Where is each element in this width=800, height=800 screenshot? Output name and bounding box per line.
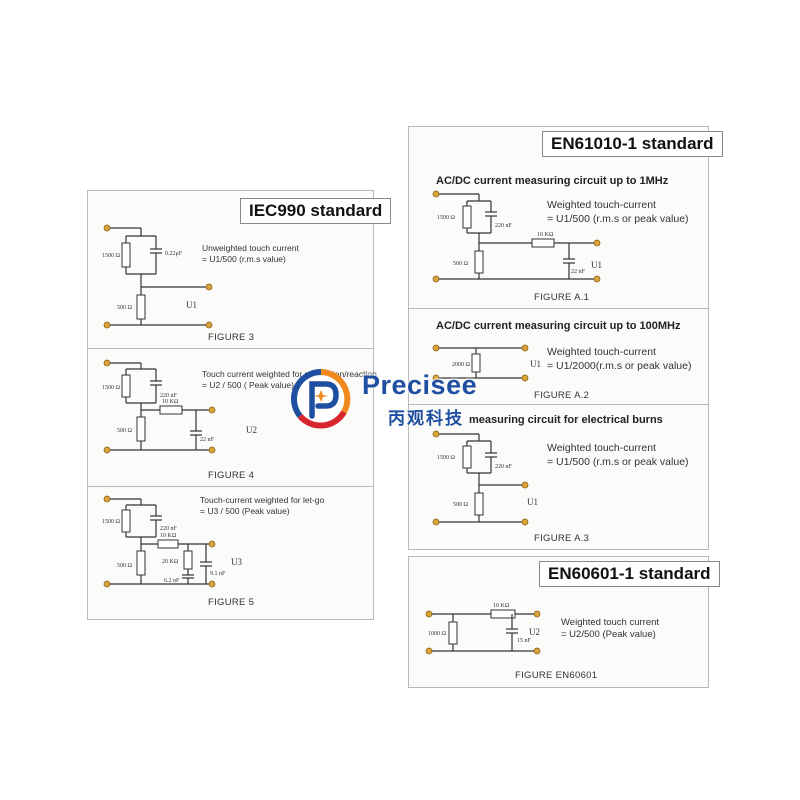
en60601-r2-label: 10 KΩ	[493, 603, 510, 609]
fig4-r2-label: 500 Ω	[117, 428, 133, 434]
a1-r2-label: 500 Ω	[453, 261, 469, 267]
fig5-r3-label: 10 KΩ	[160, 533, 177, 539]
figure-3-section: 1500 Ω 0.22μF 500 Ω U1 Unweighted touch …	[88, 191, 373, 349]
figure-a3-circuit: 1500 Ω 220 nF 500 Ω U1	[432, 430, 538, 526]
figure-3-caption: FIGURE 3	[208, 332, 255, 343]
a1-r3-label: 10 KΩ	[537, 232, 554, 238]
a1-note: Weighted touch-current = U1/500 (r.m.s o…	[547, 199, 689, 225]
figure-a2-circuit: 2000 Ω U1	[432, 344, 541, 382]
precisee-logo: Precisee 丙观科技	[288, 366, 520, 436]
figure-4-section: 1500 Ω 220 nF 10 KΩ 22 nF 500 Ω U2 Touch…	[88, 349, 377, 487]
a2-r1-label: 2000 Ω	[452, 362, 471, 368]
a2-note: Weighted touch-current = U1/2000(r.m.s o…	[547, 346, 692, 372]
a2-u-label: U1	[530, 359, 541, 369]
fig3-note: Unweighted touch current = U1/500 (r.m.s…	[202, 243, 299, 264]
en60601-title: EN60601-1 standard	[539, 561, 720, 587]
en60601-c1-label: 15 nF	[517, 638, 532, 644]
a3-header: measuring circuit for electrical burns	[469, 414, 663, 426]
en60601-caption: FIGURE EN60601	[515, 670, 598, 681]
en61010-title: EN61010-1 standard	[542, 131, 723, 157]
figure-5-caption: FIGURE 5	[208, 597, 255, 608]
fig4-u-label: U2	[246, 425, 257, 435]
en60601-u-label: U2	[529, 627, 540, 637]
en60601-r1-label: 1000 Ω	[428, 631, 447, 637]
fig5-c2-label: 6.2 nF	[164, 578, 180, 584]
fig5-r4-label: 20 KΩ	[162, 559, 179, 565]
fig4-note: Touch current weighted for perception/re…	[202, 369, 377, 390]
a1-c1-label: 220 nF	[495, 223, 513, 229]
precisee-logo-mark-icon	[291, 369, 351, 429]
fig5-c3-label: 9.1 nF	[210, 571, 226, 577]
figure-4-caption: FIGURE 4	[208, 470, 255, 481]
fig5-c1-label: 220 nF	[160, 526, 178, 532]
a1-u-label: U1	[591, 260, 602, 270]
logo-name: Precisee	[362, 370, 478, 400]
figure-a1-circuit: 1500 Ω 220 nF 10 KΩ 22 nF 500 Ω U1	[432, 190, 602, 283]
fig4-r1-label: 1500 Ω	[102, 385, 121, 391]
a1-header: AC/DC current measuring circuit up to 1M…	[436, 175, 669, 187]
en60601-panel: EN60601-1 standard 1000 Ω 10 KΩ 15 nF U2…	[408, 556, 720, 688]
figure-a2-caption: FIGURE A.2	[534, 390, 590, 401]
en60601-note: Weighted touch current = U2/500 (Peak va…	[561, 617, 660, 640]
figure-4-circuit: 1500 Ω 220 nF 10 KΩ 22 nF 500 Ω U2	[102, 359, 257, 454]
fig4-r3-label: 10 KΩ	[162, 399, 179, 405]
fig3-r2-label: 500 Ω	[117, 305, 133, 311]
figure-a3-caption: FIGURE A.3	[534, 533, 590, 544]
a1-r1-label: 1500 Ω	[437, 215, 456, 221]
figure-a3-section: measuring circuit for electrical burns 1…	[409, 405, 708, 549]
en61010-panel: EN61010-1 standard AC/DC current measuri…	[408, 126, 723, 550]
figure-a2-section: AC/DC current measuring circuit up to 10…	[409, 309, 708, 405]
figure-5-circuit: 1500 Ω 220 nF 10 KΩ 20 KΩ 6.2 nF 9.1 nF …	[102, 495, 242, 588]
fig5-r1-label: 1500 Ω	[102, 519, 121, 525]
a3-r1-label: 1500 Ω	[437, 455, 456, 461]
figure-a1-section: AC/DC current measuring circuit up to 1M…	[409, 127, 708, 309]
fig5-r2-label: 500 Ω	[117, 563, 133, 569]
a1-c2-label: 22 nF	[571, 269, 586, 275]
figure-5-section: 1500 Ω 220 nF 10 KΩ 20 KΩ 6.2 nF 9.1 nF …	[88, 487, 373, 619]
a2-header: AC/DC current measuring circuit up to 10…	[436, 320, 681, 332]
fig3-u-label: U1	[186, 300, 197, 310]
logo-subtitle: 丙观科技	[388, 409, 464, 429]
a3-u-label: U1	[527, 497, 538, 507]
fig5-u-label: U3	[231, 557, 242, 567]
iec990-title: IEC990 standard	[240, 198, 392, 224]
a3-r2-label: 500 Ω	[453, 502, 469, 508]
a3-c1-label: 220 nF	[495, 464, 513, 470]
fig5-note: Touch-current weighted for let-go = U3 /…	[200, 495, 325, 516]
fig3-r1-label: 1500 Ω	[102, 253, 121, 259]
a3-note: Weighted touch-current = U1/500 (r.m.s o…	[547, 442, 689, 468]
fig4-c1-label: 220 nF	[160, 393, 178, 399]
figure-a1-caption: FIGURE A.1	[534, 292, 590, 303]
en60601-circuit: 1000 Ω 10 KΩ 15 nF U2	[425, 603, 541, 655]
fig3-c1-label: 0.22μF	[165, 251, 183, 257]
figure-3-circuit: 1500 Ω 0.22μF 500 Ω U1	[102, 224, 213, 329]
fig4-c2-label: 22 nF	[200, 437, 215, 443]
